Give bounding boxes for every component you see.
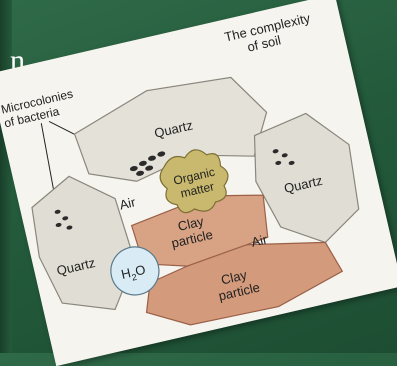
air-left-label: Air: [118, 194, 138, 212]
quartz-left-grain: [23, 166, 144, 323]
